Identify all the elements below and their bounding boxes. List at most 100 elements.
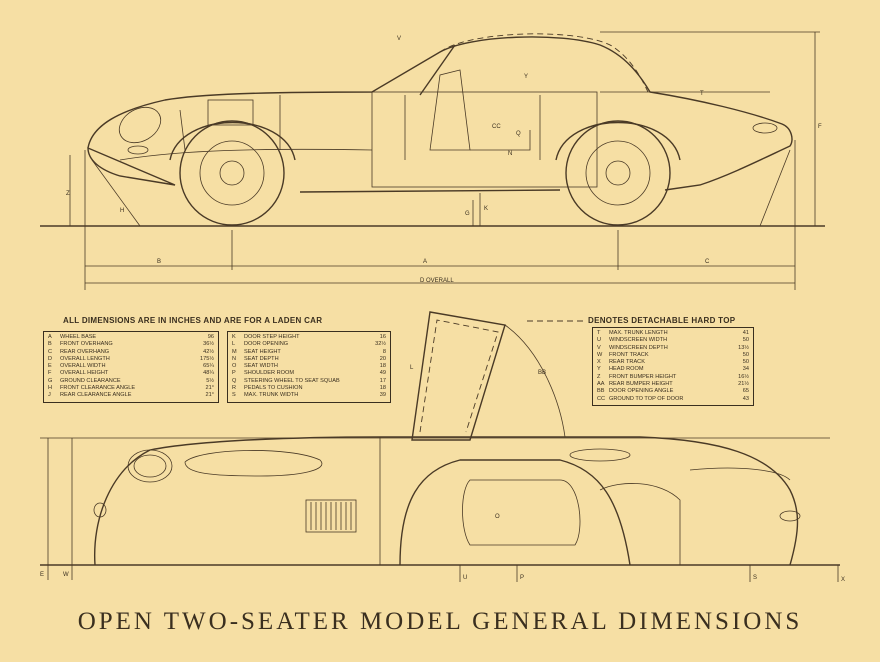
dim-label-overall: D OVERALL [420,278,454,284]
dimension-letter: J [48,392,51,399]
dim-label-bb: BB [538,370,546,376]
dimension-value: 21° [205,392,214,399]
dimension-description: GROUND CLEARANCE [60,377,121,384]
dim-label-q: Q [516,131,521,137]
dimension-letter: D [48,355,53,362]
dimension-letter: AA [597,381,605,388]
dimension-letter: H [48,385,53,392]
dimension-value: 17 [379,377,386,384]
dim-label-u: U [463,575,467,581]
dim-label-o: O [495,514,500,520]
dimension-row: L DOOR OPENING 32½ [232,341,386,348]
dimension-row: D OVERALL LENGTH 175½ [48,356,214,363]
dimension-row: C REAR OVERHANG 42½ [48,349,214,356]
dimension-letter: K [232,334,236,340]
dimension-value: 43 [742,395,749,402]
dimension-value: 32½ [375,341,386,348]
dimension-description: WHEEL BASE [60,334,97,340]
dimension-description: SHOULDER ROOM [244,370,295,377]
dimension-description: WINDSCREEN DEPTH [609,344,668,351]
dimension-description: REAR CLEARANCE ANGLE [60,392,132,399]
dimension-description: HEAD ROOM [609,366,644,373]
dimension-description: MAX. TRUNK WIDTH [244,392,299,399]
dimension-description: GROUND TO TOP OF DOOR [609,395,684,402]
dimension-value: 42½ [203,348,214,355]
dimension-letter: R [232,385,237,392]
hard-top-note: DENOTES DETACHABLE HARD TOP [588,316,736,325]
dimension-value: 65 [742,388,749,395]
dimension-description: DOOR STEP HEIGHT [244,334,300,340]
dimension-letter: P [232,370,236,377]
dimension-description: SEAT DEPTH [244,355,279,362]
dimension-description: OVERALL WIDTH [60,363,106,370]
dimension-description: FRONT OVERHANG [60,341,113,348]
dimension-value: 50 [742,337,749,344]
side-view: B A C D OVERALL F Z H G K T V Y CC Q N [40,31,825,290]
dimension-letter: Y [597,366,601,373]
dimension-letter: BB [597,388,605,395]
dimension-description: PEDALS TO CUSHION [244,385,303,392]
dimension-description: REAR OVERHANG [60,348,110,355]
dim-label-l: L [410,365,414,371]
dim-label-v: V [397,36,401,42]
dim-label-f: F [818,124,822,130]
dimension-letter: V [597,344,601,351]
dimension-value: 48¼ [203,370,214,377]
dim-label-c: C [705,259,710,265]
dim-label-h: H [120,208,124,214]
dimension-value: 175½ [200,355,214,362]
dim-label-s: S [753,575,757,581]
dimension-description: DOOR OPENING [244,341,289,348]
dimension-letter: T [597,330,601,336]
dim-label-n: N [508,151,512,157]
dimension-letter: C [48,348,53,355]
dimension-row: J REAR CLEARANCE ANGLE 21° [48,392,214,399]
dimension-description: OVERALL LENGTH [60,355,110,362]
dimension-letter: A [48,334,52,340]
dimension-row: A WHEEL BASE 96 [48,334,214,341]
dimension-description: FRONT BUMPER HEIGHT [609,373,677,380]
dimension-description: SEAT HEIGHT [244,348,281,355]
dimension-letter: Z [597,373,601,380]
dimension-letter: L [232,341,236,348]
dimension-letter: S [232,392,236,399]
dimension-letter: Q [232,377,237,384]
dimension-description: SEAT WIDTH [244,363,278,370]
dimension-description: FRONT CLEARANCE ANGLE [60,385,136,392]
dim-label-w: W [63,572,69,578]
dimension-value: 50 [742,351,749,358]
dim-label-y: Y [524,74,528,80]
dimension-value: 5½ [206,377,214,384]
dim-label-x: X [841,577,845,583]
dimension-letter: X [597,359,601,366]
dimension-value: 50 [742,359,749,366]
dimension-value: 36½ [203,341,214,348]
dimension-letter: U [597,337,602,344]
dimension-value: 18 [379,363,386,370]
dim-label-p: P [520,575,524,581]
dimension-value: 96 [207,334,214,340]
dimension-letter: CC [597,395,606,402]
dim-label-k: K [484,206,488,212]
